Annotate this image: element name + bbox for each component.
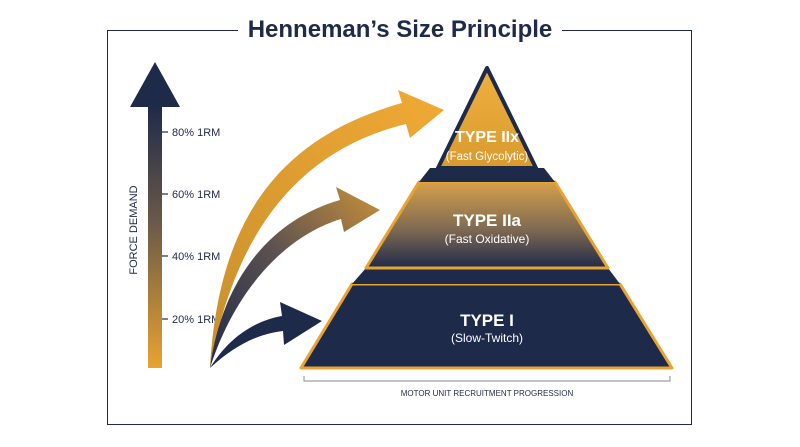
tier-type-iix: TYPE IIx (Fast Glycolytic) — [436, 66, 538, 170]
tier-type-i-name: TYPE I — [460, 311, 514, 330]
tier-type-i-subtitle: (Slow-Twitch) — [451, 331, 523, 345]
footer-label: MOTOR UNIT RECRUITMENT PROGRESSION — [401, 389, 574, 398]
tier-type-iia-subtitle: (Fast Oxidative) — [445, 232, 530, 246]
recruitment-arrow-top — [210, 90, 444, 368]
recruitment-arrow-bottom — [210, 302, 322, 368]
tier-type-iia: TYPE IIa (Fast Oxidative) — [364, 180, 610, 270]
tick-label-60: 60% 1RM — [172, 189, 220, 201]
tick-label-80: 80% 1RM — [172, 127, 220, 139]
progression-bracket — [303, 376, 671, 382]
tier-connector-lower — [352, 268, 620, 284]
recruitment-arrow-middle — [210, 187, 380, 368]
tier-type-iia-name: TYPE IIa — [453, 211, 522, 230]
tier-type-i: TYPE I (Slow-Twitch) — [299, 282, 674, 370]
tick-label-40: 40% 1RM — [172, 251, 220, 263]
tier-connector-upper — [419, 168, 555, 182]
force-demand-arrowhead — [130, 62, 180, 107]
tier-type-iix-subtitle: (Fast Glycolytic) — [446, 151, 529, 163]
page-title: Henneman’s Size Principle — [238, 16, 562, 44]
axis-label: FORCE DEMAND — [128, 185, 140, 274]
force-demand-shaft — [148, 105, 162, 368]
tick-label-20: 20% 1RM — [172, 314, 220, 326]
tier-type-iix-name: TYPE IIx — [455, 129, 519, 146]
force-demand-arrow — [130, 62, 180, 368]
axis-ticks: 80% 1RM 60% 1RM 40% 1RM 20% 1RM — [162, 127, 220, 326]
tier-type-iix-shape — [436, 66, 538, 170]
